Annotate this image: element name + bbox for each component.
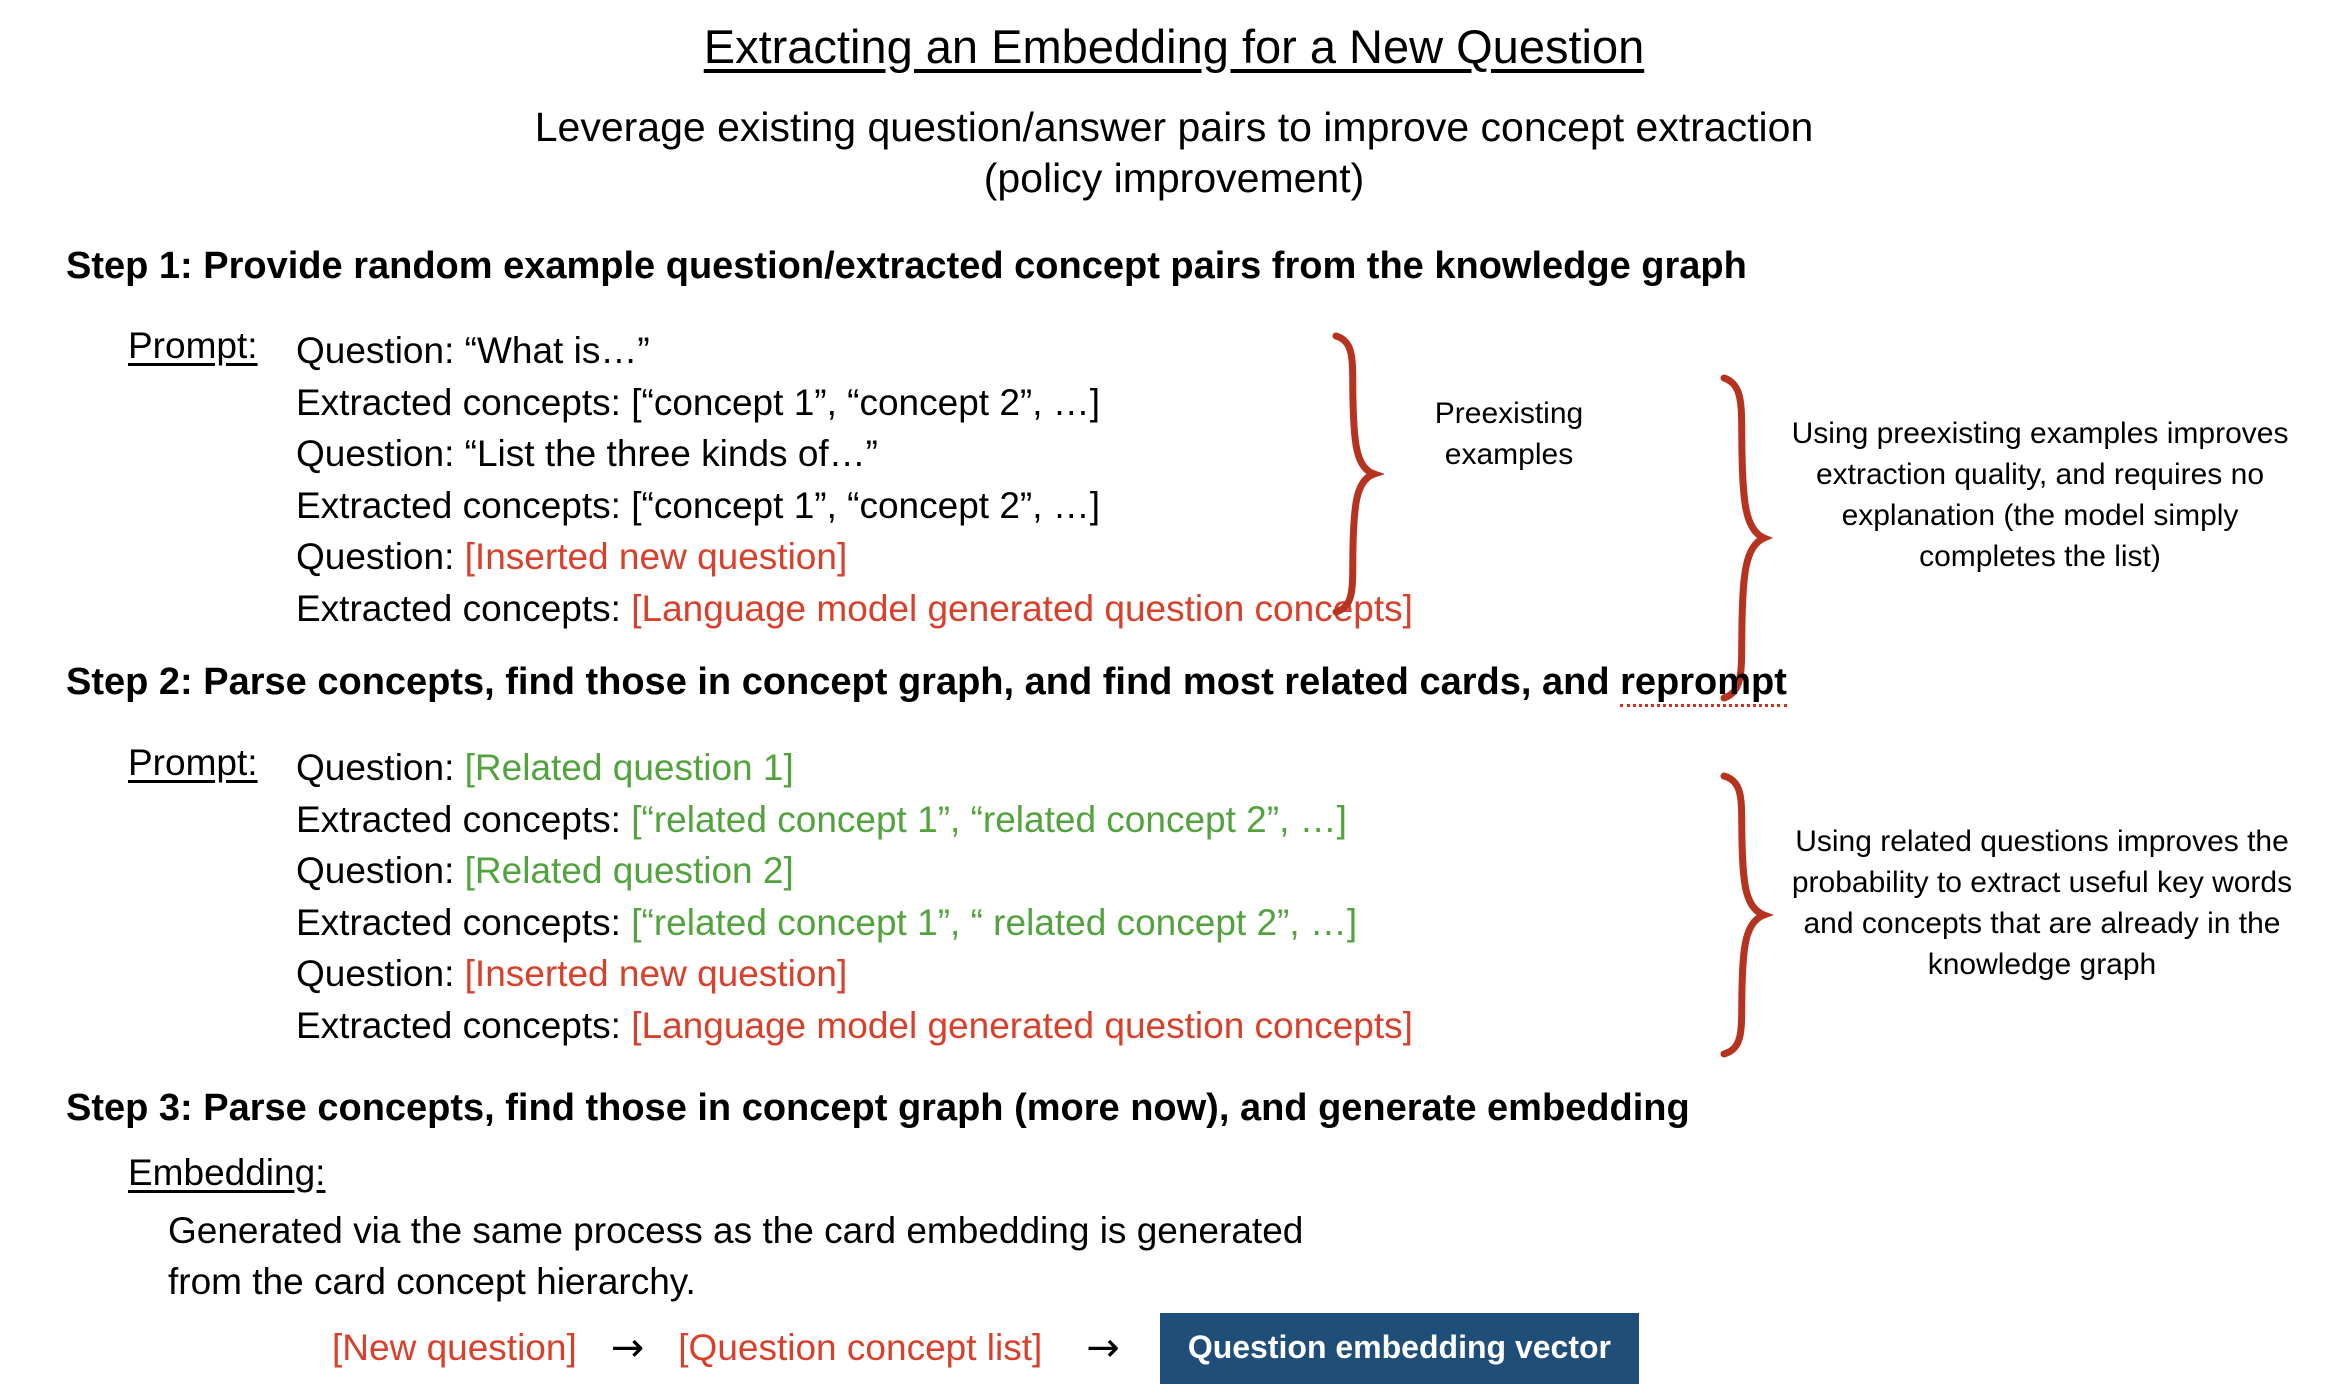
embedding-label: Embedding:: [128, 1152, 326, 1193]
prompt-line-highlight: [“related concept 1”, “ related concept …: [631, 901, 1358, 943]
note-preexisting-examples: Preexisting examples: [1384, 393, 1634, 475]
flow-item-new-question: [New question]: [332, 1327, 577, 1368]
prompt-line-black: Extracted concepts: [“concept 1”, “conce…: [296, 381, 1101, 423]
note-line: Preexisting examples: [1434, 397, 1584, 471]
prompt-line-black: Question:: [296, 953, 465, 994]
page-title-text: Extracting an Embedding for a New Questi…: [703, 20, 1645, 73]
prompt-line: Question: [Related question 2]: [296, 845, 1413, 897]
prompt-line: Extracted concepts: [“concept 1”, “conce…: [296, 377, 1413, 429]
step-3-heading: Step 3: Parse concepts, find those in co…: [66, 1087, 1690, 1129]
prompt-line-highlight: [Related question 2]: [464, 850, 794, 891]
brace-preexisting-examples: [1322, 330, 1384, 618]
prompt-line-black: Question: “What is…”: [296, 330, 650, 371]
page-subtitle-line-2: (policy improvement): [983, 154, 1365, 201]
brace-step-2-explanation: [1712, 770, 1774, 1058]
note-step-1-explanation: Using preexisting examples improves extr…: [1791, 417, 2289, 573]
prompt-line-highlight: [Inserted new question]: [464, 953, 848, 994]
prompt-line: Question: [Inserted new question]: [296, 948, 1413, 1000]
prompt-line: Extracted concepts: [“related concept 1”…: [296, 794, 1413, 846]
step-2-heading: Step 2: Parse concepts, find those in co…: [66, 661, 1787, 707]
prompt-line-highlight: [Related question 1]: [464, 747, 794, 788]
embedding-body-line-2: from the card concept hierarchy.: [168, 1261, 696, 1302]
prompt-line: Extracted concepts: [Language model gene…: [296, 1000, 1413, 1052]
prompt-line-highlight: [Inserted new question]: [464, 536, 848, 577]
prompt-line-highlight: [Language model generated question conce…: [631, 1004, 1413, 1046]
page-title: Extracting an Embedding for a New Questi…: [0, 20, 2348, 74]
prompt-line-black: Question:: [296, 536, 465, 577]
prompt-line: Question: “What is…”: [296, 325, 1413, 377]
prompt-line: Question: [Inserted new question]: [296, 531, 1413, 583]
prompt-line-black: Extracted concepts:: [296, 901, 632, 943]
step-2-heading-spellchecked-word: reprompt: [1620, 661, 1787, 707]
prompt-line-black: Question:: [296, 747, 465, 788]
page-subtitle: Leverage existing question/answer pairs …: [0, 102, 2348, 204]
prompt-line-black: Extracted concepts:: [296, 587, 632, 629]
step-1-prompt-lines: Question: “What is…” Extracted concepts:…: [296, 325, 1413, 634]
embedding-body: Generated via the same process as the ca…: [168, 1205, 1303, 1307]
embedding-flow-diagram: [New question] → [Question concept list]…: [332, 1312, 1639, 1384]
arrow-right-icon: →: [610, 1325, 645, 1371]
step-2-prompt-label: Prompt:: [128, 742, 258, 783]
step-1-heading: Step 1: Provide random example question/…: [66, 245, 1747, 287]
prompt-line: Question: [Related question 1]: [296, 742, 1413, 794]
step-1-prompt-label: Prompt:: [128, 325, 258, 366]
prompt-line-black: Question: “List the three kinds of…”: [296, 433, 878, 474]
prompt-line-black: Question:: [296, 850, 465, 891]
brace-step-1-explanation: [1712, 372, 1774, 704]
page-subtitle-line-1: Leverage existing question/answer pairs …: [534, 104, 1814, 150]
prompt-line: Extracted concepts: [Language model gene…: [296, 583, 1413, 635]
prompt-line-black: Extracted concepts:: [296, 798, 632, 840]
note-step-2-explanation: Using related questions improves the pro…: [1791, 825, 2293, 981]
prompt-line: Extracted concepts: [“concept 1”, “conce…: [296, 480, 1413, 532]
prompt-line-black: Extracted concepts:: [296, 1004, 632, 1046]
prompt-line-highlight: [Language model generated question conce…: [631, 587, 1413, 629]
flow-item-question-concept-list: [Question concept list]: [678, 1327, 1043, 1368]
prompt-line-highlight: [“related concept 1”, “related concept 2…: [631, 798, 1347, 840]
prompt-line: Extracted concepts: [“related concept 1”…: [296, 897, 1413, 949]
arrow-right-icon: →: [1086, 1325, 1120, 1371]
prompt-line: Question: “List the three kinds of…”: [296, 428, 1413, 480]
flow-item-question-embedding-vector: Question embedding vector: [1159, 1312, 1639, 1384]
step-2-prompt-lines: Question: [Related question 1] Extracted…: [296, 742, 1413, 1051]
step-2-heading-text: Step 2: Parse concepts, find those in co…: [66, 661, 1621, 703]
prompt-line-black: Extracted concepts: [“concept 1”, “conce…: [296, 484, 1101, 526]
embedding-body-line-1: Generated via the same process as the ca…: [168, 1210, 1304, 1251]
